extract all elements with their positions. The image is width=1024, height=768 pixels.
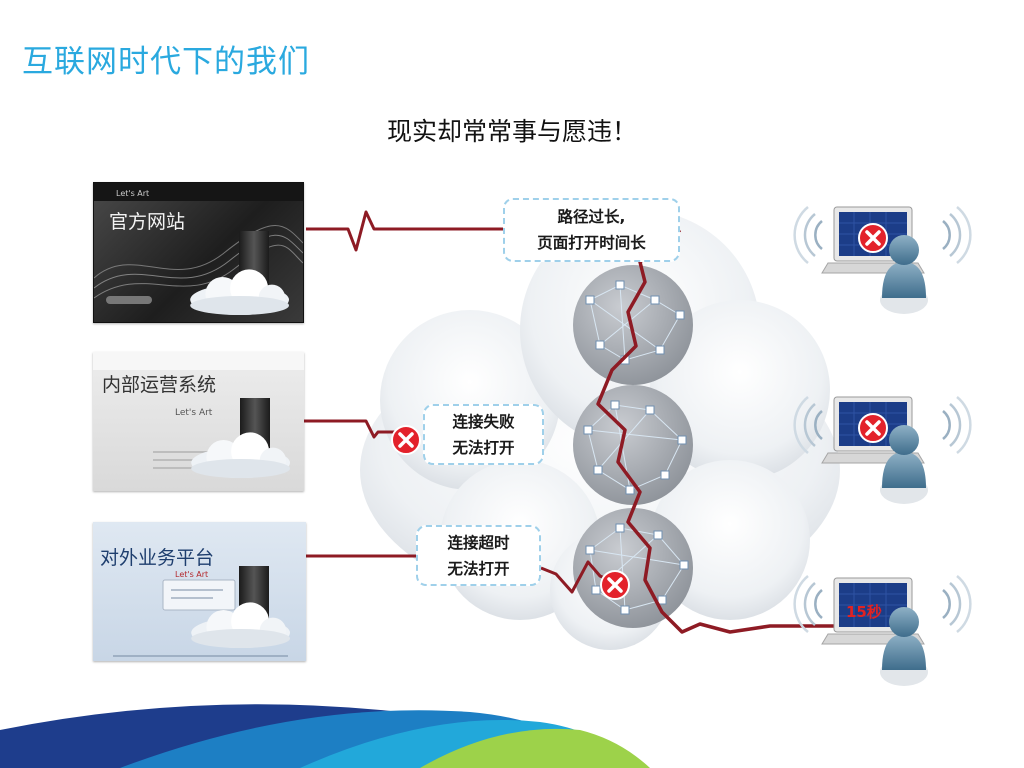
load-time-label: 15秒 bbox=[846, 603, 882, 621]
callout-long-path: 路径过长, 页面打开时间长 bbox=[503, 198, 680, 262]
client-3 bbox=[793, 574, 972, 686]
wifi-icon bbox=[793, 574, 824, 634]
slide-title: 互联网时代下的我们 bbox=[22, 44, 310, 80]
callout-line: 页面打开时间长 bbox=[537, 234, 646, 252]
network-sphere-3 bbox=[573, 508, 693, 628]
callout-line: 连接失败 bbox=[452, 413, 515, 431]
slide-subtitle: 现实却常常事与愿违！ bbox=[386, 117, 637, 146]
callout-connection-timeout: 连接超时 无法打开 bbox=[416, 525, 541, 586]
wifi-icon bbox=[793, 205, 824, 265]
client-1 bbox=[793, 205, 972, 314]
panel-external-business-platform: Let's Art 对外业务平台 bbox=[93, 522, 306, 661]
footer-swoosh bbox=[0, 704, 650, 768]
callout-connection-failed: 连接失败 无法打开 bbox=[423, 404, 544, 465]
callout-line: 无法打开 bbox=[452, 439, 515, 457]
callout-line: 无法打开 bbox=[447, 560, 510, 578]
error-icon bbox=[599, 569, 631, 601]
brand-logo: Let's Art bbox=[116, 189, 150, 198]
connection-line-2 bbox=[304, 419, 406, 439]
callout-line: 路径过长, bbox=[557, 208, 626, 226]
panel-internal-operations: Let's Art 内部运营系统 bbox=[93, 352, 304, 491]
connection-line-3 bbox=[596, 228, 845, 634]
brand-logo: Let's Art bbox=[175, 570, 209, 579]
panel-label: 对外业务平台 bbox=[100, 547, 215, 569]
connection-line-1 bbox=[306, 210, 505, 252]
platform-screenshot-art bbox=[113, 566, 290, 657]
network-sphere-1 bbox=[573, 265, 693, 385]
website-screenshot-art bbox=[94, 183, 303, 315]
callout-line: 连接超时 bbox=[447, 534, 510, 552]
error-icon bbox=[857, 222, 889, 254]
panel-official-website: Let's Art 官方网站 bbox=[93, 182, 304, 323]
panel-label: 官方网站 bbox=[109, 211, 186, 233]
brand-logo: Let's Art bbox=[175, 408, 213, 418]
error-icon bbox=[857, 412, 889, 444]
system-screenshot-art bbox=[93, 352, 304, 478]
network-sphere-2 bbox=[573, 385, 693, 505]
panel-label: 内部运营系统 bbox=[102, 374, 217, 396]
error-icon bbox=[390, 424, 422, 456]
